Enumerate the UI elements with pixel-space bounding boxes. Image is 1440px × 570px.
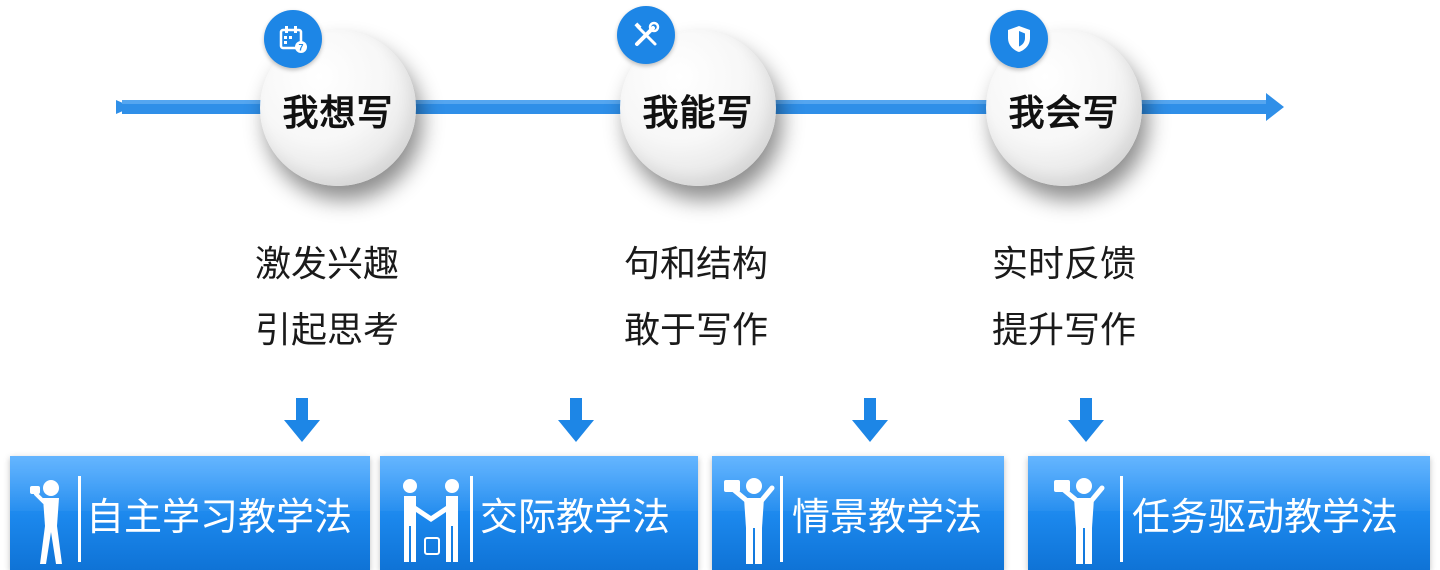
stage-desc-1-line-1: 激发兴趣 [254, 244, 399, 285]
stage-title-2: 我能写 [642, 93, 754, 134]
stage-desc-1: 激发兴趣 引起思考 [217, 232, 437, 364]
method-box-4: 任务驱动教学法 [1028, 456, 1430, 570]
method-label-3: 情景教学法 [792, 495, 983, 539]
stage-desc-3-line-2: 提升写作 [991, 310, 1136, 351]
stage-desc-3-line-1: 实时反馈 [991, 244, 1136, 285]
method-label-4: 任务驱动教学法 [1132, 495, 1399, 539]
handshake-icon [403, 479, 459, 562]
person-briefcase-icon [1054, 478, 1105, 564]
person-speaking-icon [30, 480, 62, 564]
stage-desc-2-line-2: 敢于写作 [623, 310, 768, 351]
stage-desc-1-line-2: 引起思考 [254, 310, 399, 351]
down-arrow-icon-4 [1068, 398, 1104, 442]
method-box-2: 交际教学法 [380, 456, 698, 570]
method-box-1: 自主学习教学法 [10, 456, 370, 570]
stage-desc-2-line-1: 句和结构 [623, 244, 768, 285]
method-label-1: 自主学习教学法 [86, 495, 353, 539]
method-box-3: 情景教学法 [712, 456, 1004, 570]
method-divider-2 [470, 476, 473, 562]
stage-title-3: 我会写 [1008, 93, 1120, 134]
stage-desc-3: 实时反馈 提升写作 [954, 232, 1174, 364]
shield-icon [990, 10, 1048, 68]
tools-icon [617, 6, 675, 64]
svg-text:7: 7 [298, 43, 303, 53]
method-label-2: 交际教学法 [480, 495, 671, 539]
method-divider-3 [780, 476, 783, 562]
method-divider-1 [78, 476, 81, 562]
method-divider-4 [1120, 476, 1123, 562]
down-arrow-icon-2 [558, 398, 594, 442]
down-arrow-icon-1 [284, 398, 320, 442]
stage-title-1: 我想写 [282, 93, 394, 134]
calendar-icon: 7 [264, 10, 322, 68]
person-briefcase-icon [724, 478, 775, 564]
stage-desc-2: 句和结构 敢于写作 [586, 232, 806, 364]
down-arrow-icon-3 [852, 398, 888, 442]
